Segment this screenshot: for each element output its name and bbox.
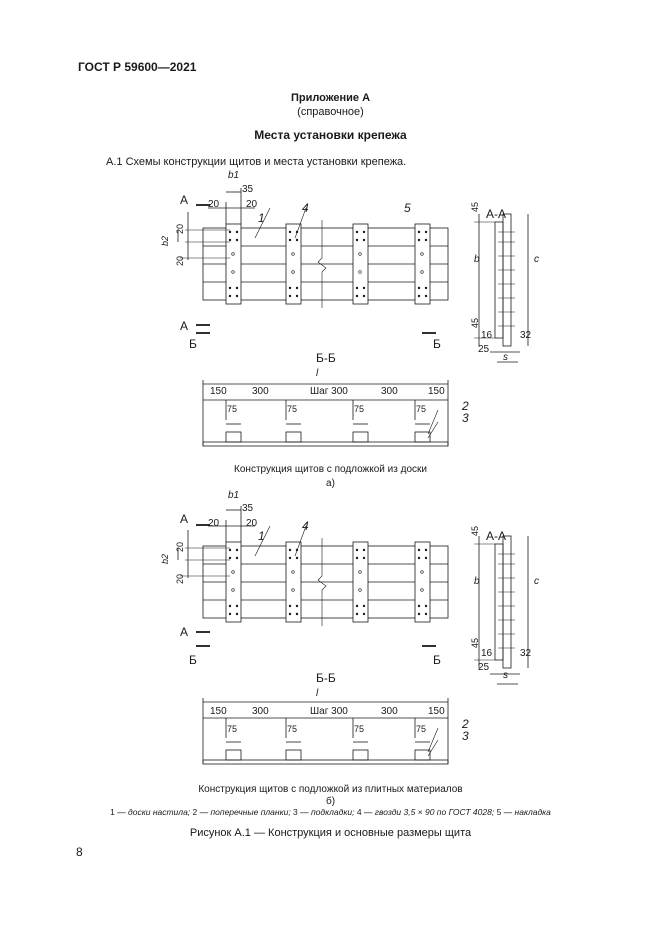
dim-16-a: 16 xyxy=(481,330,493,341)
dim-20-left-b: 20 xyxy=(208,518,220,529)
dim-b-b: b xyxy=(474,576,480,587)
intro-text: А.1 Схемы конструкции щитов и места уста… xyxy=(106,156,407,168)
appendix-subtitle: (справочное) xyxy=(297,106,364,118)
dim-75-3a: 75 xyxy=(354,404,364,414)
dim-75-3b: 75 xyxy=(354,724,364,734)
legend: 1 — доски настила; 2 — поперечные планки… xyxy=(0,807,661,817)
dim-150-left-b: 150 xyxy=(210,706,227,717)
dim-150-left-a: 150 xyxy=(210,386,227,397)
page-number: 8 xyxy=(76,845,83,859)
legend-num-4: 4 xyxy=(356,807,362,817)
dim-b2-a: b2 xyxy=(160,236,170,246)
dim-c-b: c xyxy=(534,576,539,587)
callout-3-b: 3 xyxy=(462,729,469,743)
callout-5-a: 5 xyxy=(404,201,411,215)
dim-150-right-b: 150 xyxy=(428,706,445,717)
appendix-title: Приложение А xyxy=(290,92,371,104)
callout-2-a: 2 xyxy=(461,399,469,413)
callout-4-a: 4 xyxy=(302,201,309,215)
figure-caption: Рисунок А.1 — Конструкция и основные раз… xyxy=(189,827,472,839)
legend-text-1: — доски настила; xyxy=(114,807,193,817)
mark-b-left-a: Б xyxy=(189,337,197,351)
legend-num-1: 1 xyxy=(110,807,115,817)
callout-1-b: 1 xyxy=(258,529,265,543)
dim-b2-b: b2 xyxy=(160,554,170,564)
dim-25-b: 25 xyxy=(478,662,490,673)
dim-300-left-b: 300 xyxy=(252,706,269,717)
callout-4-b: 4 xyxy=(302,519,309,533)
dim-25-a: 25 xyxy=(478,344,490,355)
callout-2-b: 2 xyxy=(461,717,469,731)
dim-20-right-b: 20 xyxy=(246,518,258,529)
dim-300-right-a: 300 xyxy=(381,386,398,397)
section-title: Места установки крепежа xyxy=(254,128,407,142)
dim-45-top-b: 45 xyxy=(470,526,480,536)
legend-num-2: 2 xyxy=(192,807,198,817)
mark-a-bottom-a: А xyxy=(180,319,188,333)
section-bb-label-b: Б-Б xyxy=(316,671,336,685)
section-markers-b xyxy=(196,524,436,647)
dim-20-vert-bottom-b: 20 xyxy=(175,574,185,584)
dim-20-right-a: 20 xyxy=(246,199,258,210)
dim-s-a: s xyxy=(503,352,508,363)
callout-1-a: 1 xyxy=(258,211,265,225)
section-aa-label-a: А-А xyxy=(486,207,506,221)
legend-num-5: 5 xyxy=(496,807,502,817)
section-bb-label-a: Б-Б xyxy=(316,351,336,365)
dim-step-a: Шаг 300 xyxy=(310,386,348,397)
mark-a-top-a: А xyxy=(180,193,188,207)
dim-300-right-b: 300 xyxy=(381,706,398,717)
dim-150-right-a: 150 xyxy=(428,386,445,397)
dim-45-top-a: 45 xyxy=(470,202,480,212)
caption-a-letter: а) xyxy=(326,478,335,489)
dim-32-a: 32 xyxy=(520,330,532,341)
caption-b: Конструкция щитов с подложкой из плитных… xyxy=(198,784,463,795)
dim-20-vert-top-b: 20 xyxy=(175,542,185,552)
mark-b-left-b: Б xyxy=(189,653,197,667)
dim-step-b: Шаг 300 xyxy=(310,706,348,717)
dim-20-vert-top-a: 20 xyxy=(175,224,185,234)
section-markers-a xyxy=(196,204,436,334)
document-header: ГОСТ Р 59600—2021 xyxy=(78,60,197,74)
dim-75-2b: 75 xyxy=(287,724,297,734)
dim-35-b: 35 xyxy=(242,503,254,514)
section-aa-label-b: А-А xyxy=(486,529,506,543)
legend-text-4: — гвозди 3,5 × 90 по ГОСТ 4028; xyxy=(361,807,497,817)
legend-num-3: 3 xyxy=(293,807,298,817)
dim-20-left-a: 20 xyxy=(208,199,220,210)
dim-75-1a: 75 xyxy=(227,404,237,414)
legend-text-2: — поперечные планки; xyxy=(197,807,294,817)
dim-32-b: 32 xyxy=(520,648,532,659)
dim-20-vert-bottom-a: 20 xyxy=(175,256,185,266)
dim-35-a: 35 xyxy=(242,184,254,195)
dim-b1-b: b1 xyxy=(228,490,239,501)
caption-a: Конструкция щитов с подложкой из доски xyxy=(234,464,427,475)
dim-300-left-a: 300 xyxy=(252,386,269,397)
caption-b-letter: б) xyxy=(325,796,336,807)
dim-l-b: l xyxy=(316,688,319,699)
legend-text-5: — накладка xyxy=(501,807,551,817)
callout-3-a: 3 xyxy=(462,411,469,425)
dim-75-2a: 75 xyxy=(287,404,297,414)
dim-c-a: c xyxy=(534,254,539,265)
dim-l-a: l xyxy=(316,368,319,379)
dim-75-1b: 75 xyxy=(227,724,237,734)
mark-b-right-a: Б xyxy=(433,337,441,351)
legend-text-3: — подкладки; xyxy=(297,807,357,817)
mark-a-bottom-b: А xyxy=(180,625,188,639)
dim-s-b: s xyxy=(503,670,508,681)
mark-b-right-b: Б xyxy=(433,653,441,667)
dim-75-4b: 75 xyxy=(416,724,426,734)
dim-b-a: b xyxy=(474,254,480,265)
dim-b1-a: b1 xyxy=(228,170,239,181)
mark-a-top-b: А xyxy=(180,512,188,526)
dim-45-bottom-b: 45 xyxy=(470,638,480,648)
dim-75-4a: 75 xyxy=(416,404,426,414)
dim-16-b: 16 xyxy=(481,648,493,659)
dim-45-bottom-a: 45 xyxy=(470,318,480,328)
